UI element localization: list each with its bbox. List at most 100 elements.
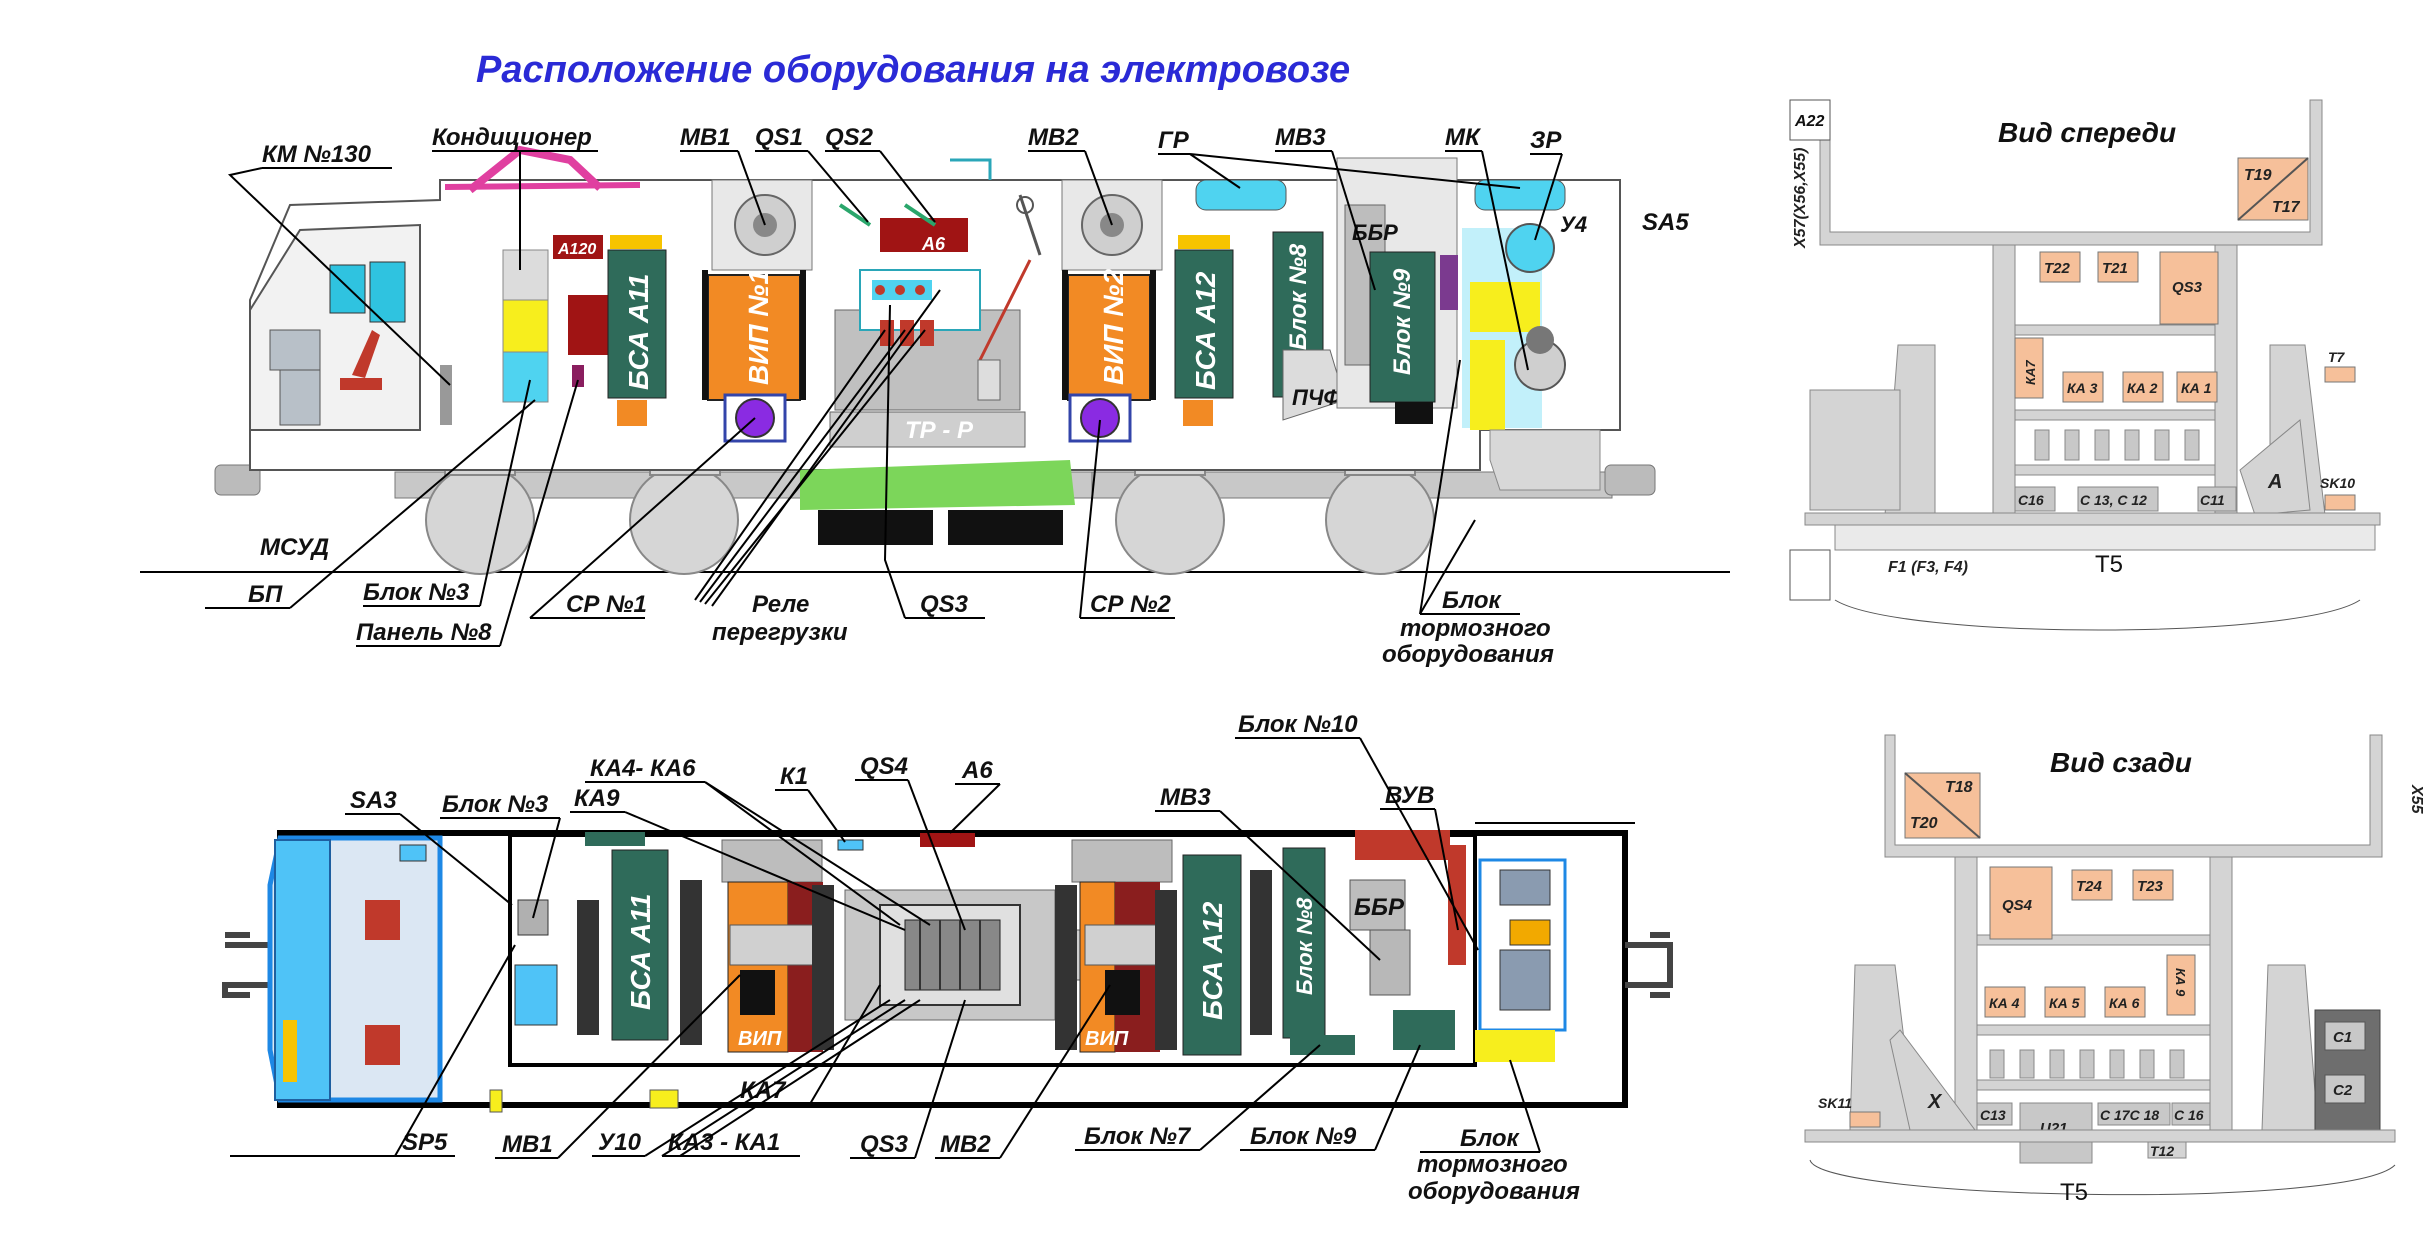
t21-label: Т21 — [2102, 260, 2128, 277]
mv2-side-label: МВ2 — [1028, 124, 1079, 151]
ka5-label: КА 5 — [2049, 995, 2080, 1011]
a-label: А — [2267, 471, 2282, 493]
mv3-plan-label: МВ3 — [1160, 784, 1211, 811]
ka7-front-label: КА7 — [2023, 360, 2038, 385]
rear-view: Вид сзади Х55 Т18 Т20 QS4 Т24 Т23 КА 4 К… — [1804, 734, 2425, 1206]
t20-label: Т20 — [1910, 815, 1938, 832]
t19-label: Т19 — [2244, 167, 2272, 184]
qs3-front-label: QS3 — [2172, 279, 2203, 296]
blok8-side-label: Блок №8 — [1285, 243, 1312, 350]
t22-label: Т22 — [2044, 260, 2071, 277]
qs4-rear-label: QS4 — [2002, 897, 2033, 914]
sp5-label: SP5 — [402, 1129, 448, 1156]
brake-plan-label-1: Блок — [1460, 1125, 1521, 1152]
sk10-label: SK10 — [2320, 475, 2355, 491]
pchf-label: ПЧФ — [1292, 385, 1341, 410]
mv1-side-label: МВ1 — [680, 124, 731, 151]
vip1-label: ВИП №1 — [743, 269, 774, 385]
blok10-label: Блок №10 — [1238, 711, 1358, 738]
blok9-plan-label: Блок №9 — [1250, 1123, 1357, 1150]
x57-label: Х57(Х56,Х55) — [1792, 147, 1809, 249]
mk-label: МК — [1445, 124, 1482, 151]
tr-p-label: ТР - Р — [905, 417, 974, 444]
x55-label: Х55 — [2408, 784, 2425, 815]
t7-label: Т7 — [2328, 349, 2346, 365]
mv3-side-label: МВ3 — [1275, 124, 1326, 151]
a6-plan-label: А6 — [961, 757, 993, 784]
brake-plan-label-2: тормозного — [1417, 1151, 1568, 1178]
ka1-label: КА 1 — [2181, 380, 2212, 396]
x-label: Х — [1927, 1091, 1943, 1113]
bsa-a11-side-label: БСА А11 — [623, 274, 654, 390]
ka6-label: КА 6 — [2109, 995, 2140, 1011]
t5-rear-label: Т5 — [2060, 1179, 2088, 1206]
sa5-label: SA5 — [1642, 209, 1689, 236]
t24-label: Т24 — [2076, 878, 2103, 895]
rele-label-2: перегрузки — [712, 619, 848, 646]
blok8-plan-label: Блок №8 — [1292, 897, 1317, 995]
zr-label: ЗР — [1530, 127, 1562, 154]
c16-front-label: С16 — [2018, 492, 2044, 508]
bp-label: БП — [248, 581, 283, 608]
qs1-label: QS1 — [755, 124, 803, 151]
sr2-label: СР №2 — [1090, 591, 1172, 618]
vuv-label: ВУВ — [1385, 782, 1434, 809]
brake-side-label-3: оборудования — [1382, 641, 1554, 668]
t5-front-label: Т5 — [2095, 551, 2123, 578]
qs3-plan-label: QS3 — [860, 1131, 909, 1158]
c17c18-label: С 17С 18 — [2100, 1107, 2159, 1123]
a120-label: А120 — [557, 241, 596, 258]
gr-label: ГР — [1158, 127, 1190, 154]
t17-label: Т17 — [2272, 199, 2301, 216]
vip-left-label: ВИП — [738, 1028, 782, 1050]
bsa-a11-plan-label: БСА А11 — [625, 894, 656, 1010]
brake-plan-label-3: оборудования — [1408, 1178, 1580, 1205]
blok3-side-label: Блок №3 — [363, 579, 470, 606]
qs4-plan-label: QS4 — [860, 753, 908, 780]
sa3-label: SA3 — [350, 787, 397, 814]
brake-side-label-2: тормозного — [1400, 615, 1551, 642]
bbr-plan-label: ББР — [1354, 894, 1405, 921]
sr1-label: СР №1 — [566, 591, 647, 618]
k1-label: К1 — [780, 763, 808, 790]
km130-label: КМ №130 — [262, 141, 372, 168]
a22-label: А22 — [1794, 113, 1824, 130]
ka2-label: КА 2 — [2127, 380, 2158, 396]
a6-side-label: А6 — [921, 234, 946, 254]
bsa-a12-plan-label: БСА А12 — [1197, 901, 1228, 1020]
blok3-plan-label: Блок №3 — [442, 791, 549, 818]
f1-label: F1 (F3, F4) — [1888, 559, 1968, 576]
u4-label: У4 — [1560, 212, 1587, 237]
bsa-a12-side-label: БСА А12 — [1190, 271, 1221, 390]
rear-view-title: Вид сзади — [2050, 747, 2192, 778]
vip-right-label: ВИП — [1085, 1028, 1129, 1050]
c2-label: С2 — [2333, 1082, 2353, 1099]
msud-label: МСУД — [260, 534, 329, 561]
ka4-label: КА 4 — [1989, 995, 2020, 1011]
qs3-side-label: QS3 — [920, 591, 969, 618]
rele-label-1: Реле — [752, 591, 809, 618]
c13c12-label: С 13, С 12 — [2080, 492, 2147, 508]
u10-label: У10 — [598, 1129, 642, 1156]
panel8-label: Панель №8 — [356, 619, 492, 646]
front-view: Вид спереди А22 Х57(Х56,Х55) Т19 Т17 Т22… — [1789, 99, 2381, 631]
t18-label: Т18 — [1945, 779, 1973, 796]
ka4-ka6-label: КА4- КА6 — [590, 755, 696, 782]
c1-label: С1 — [2333, 1029, 2352, 1046]
c13-rear-label: С13 — [1980, 1107, 2006, 1123]
sk11-label: SK11 — [1818, 1095, 1852, 1111]
ka9-label: КА9 — [574, 785, 620, 812]
mv2-plan-label: МВ2 — [940, 1131, 991, 1158]
c11-label: С11 — [2200, 492, 2225, 508]
qs2-label: QS2 — [825, 124, 874, 151]
side-view: А120 БСА А11 ВИП №1 А6 ТР - Р — [140, 124, 1730, 668]
page-title: Расположение оборудования на электровозе — [476, 49, 1350, 91]
blok9-side-label: Блок №9 — [1389, 268, 1416, 375]
plan-view: БСА А11 ВИП ВИП БСА А12 Блок №8 — [222, 711, 1673, 1205]
blok7-label: Блок №7 — [1084, 1123, 1192, 1150]
mv1-plan-label: МВ1 — [502, 1131, 553, 1158]
c16-rear-label: С 16 — [2174, 1107, 2204, 1123]
brake-side-label-1: Блок — [1442, 587, 1503, 614]
kond-label: Кондиционер — [432, 124, 592, 151]
